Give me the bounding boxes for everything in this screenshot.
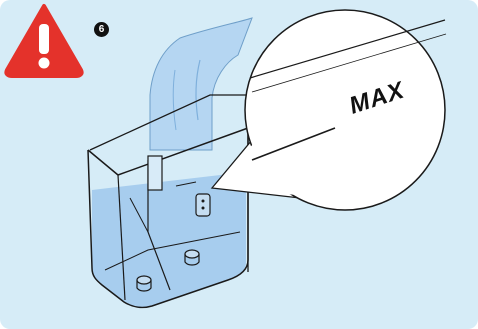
max-line	[251, 127, 336, 161]
warning-triangle-icon	[4, 4, 84, 78]
step-number-badge: 6	[94, 22, 109, 37]
water-stream	[149, 17, 253, 151]
water-tank	[87, 94, 249, 309]
magnifier-callout	[210, 9, 447, 211]
